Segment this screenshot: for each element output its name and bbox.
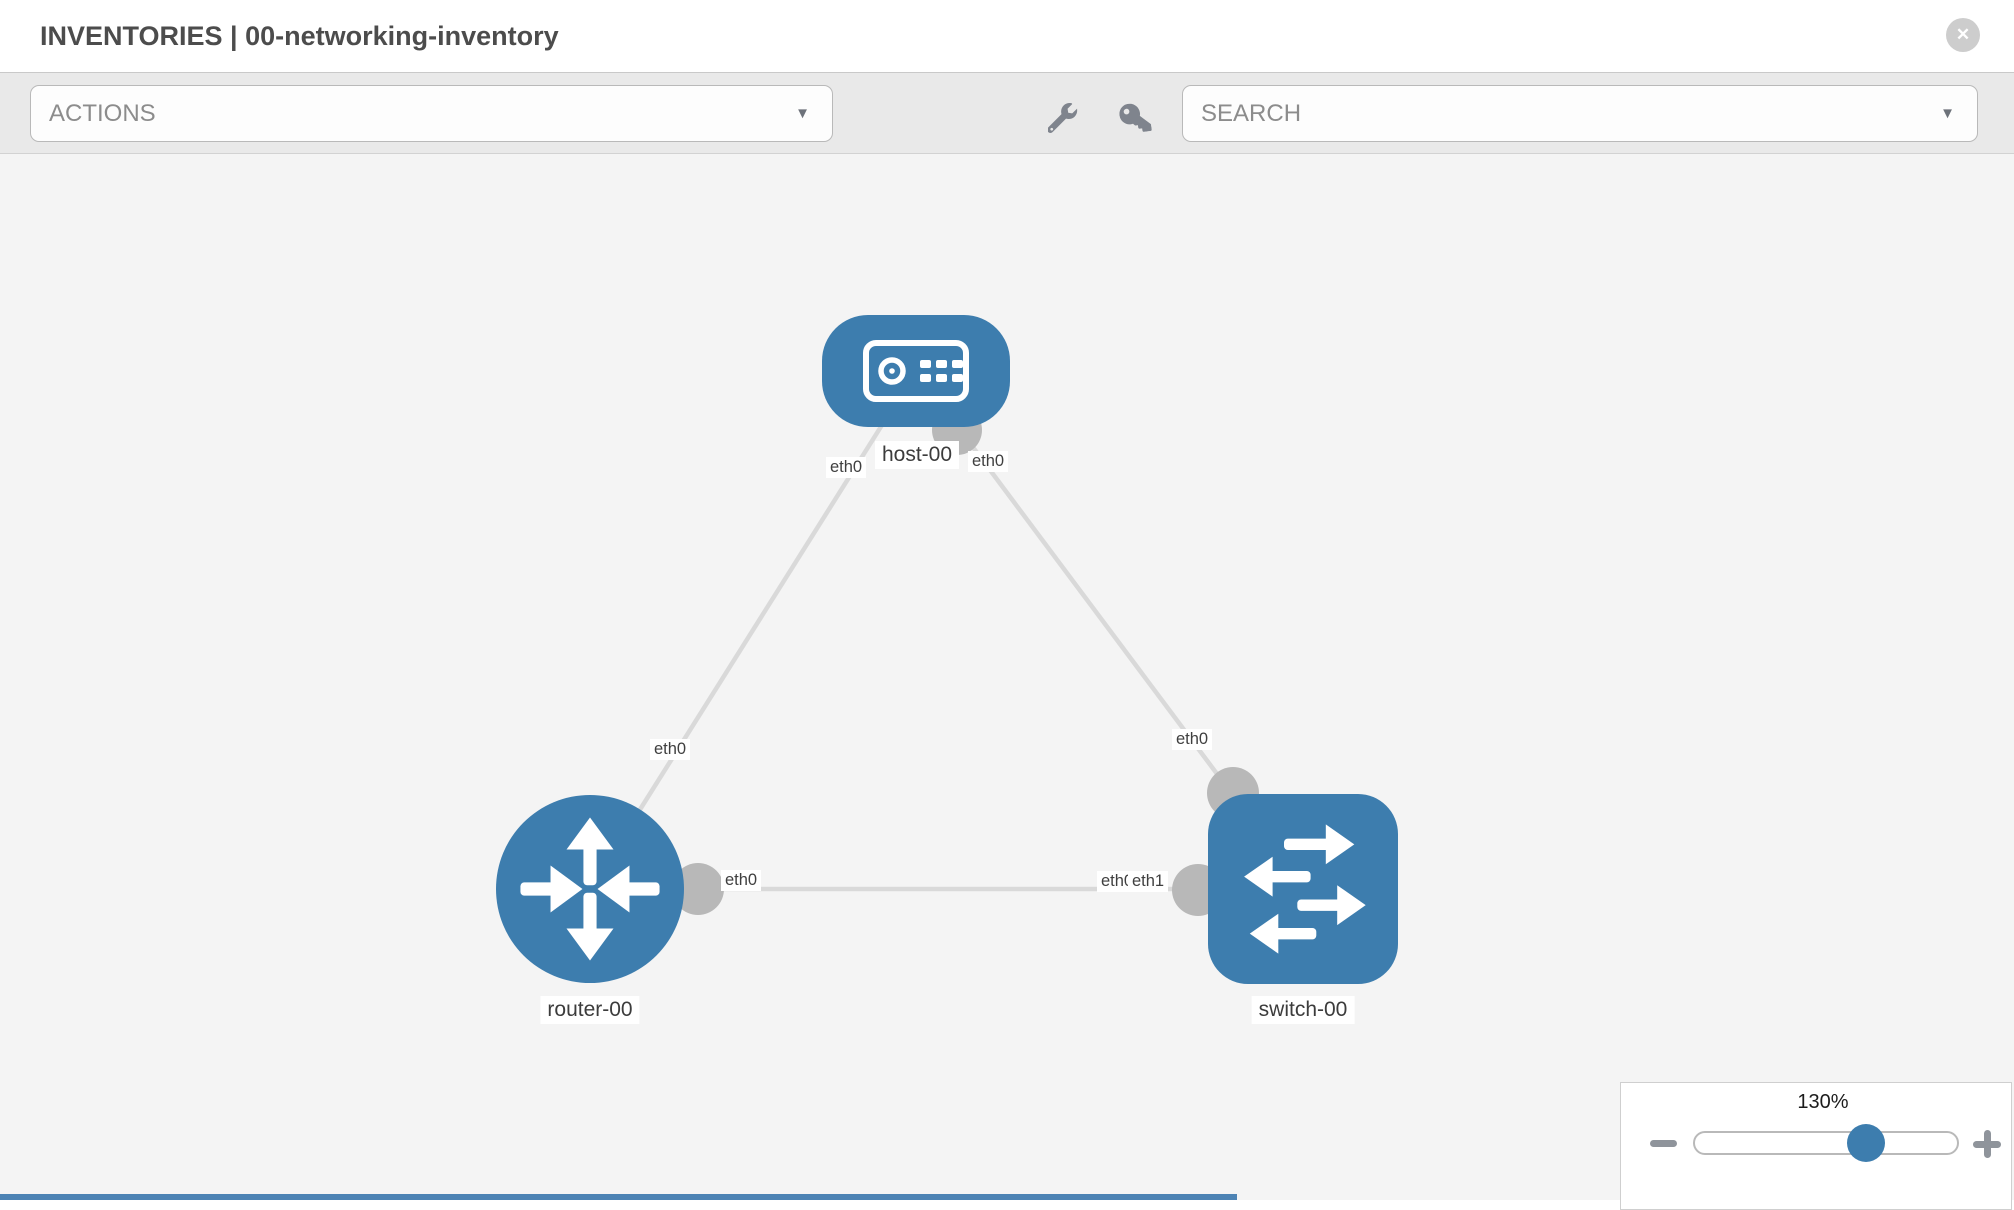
node-label-host: host-00 bbox=[875, 441, 959, 469]
close-button[interactable]: ✕ bbox=[1946, 18, 1980, 52]
header-bar: INVENTORIES | 00-networking-inventory ✕ bbox=[0, 0, 2014, 72]
iface-label-host-eth0-a: eth0 bbox=[826, 457, 866, 478]
key-icon bbox=[1118, 101, 1152, 135]
host-icon bbox=[822, 315, 1010, 427]
node-label-router: router-00 bbox=[540, 996, 639, 1024]
links-layer bbox=[0, 154, 2014, 1200]
chevron-down-icon: ▼ bbox=[795, 105, 810, 122]
tools-wrench-button[interactable] bbox=[1048, 103, 1078, 133]
zoom-slider-track[interactable] bbox=[1693, 1131, 1959, 1155]
zoom-percentage: 130% bbox=[1635, 1091, 2011, 1114]
zoom-control-panel: 130% bbox=[1620, 1082, 2012, 1210]
node-switch-00[interactable] bbox=[1208, 794, 1398, 984]
actions-dropdown[interactable]: ACTIONS ▼ bbox=[30, 85, 833, 142]
chevron-down-icon: ▼ bbox=[1940, 105, 1955, 122]
node-host-00[interactable] bbox=[822, 315, 1010, 427]
bottom-accent-strip bbox=[0, 1194, 1237, 1200]
key-credentials-button[interactable] bbox=[1120, 103, 1150, 133]
iface-label-host-eth0-b: eth0 bbox=[968, 451, 1008, 472]
zoom-out-button[interactable] bbox=[1650, 1140, 1677, 1147]
toolbar: ACTIONS ▼ SEARCH ▼ bbox=[0, 72, 2014, 154]
topology-canvas[interactable]: host-00 router-00 switch-00 eth0 eth0 et… bbox=[0, 154, 2014, 1200]
iface-label-router-eth0-a: eth0 bbox=[650, 739, 690, 760]
minus-icon bbox=[1650, 1140, 1677, 1147]
search-placeholder: SEARCH bbox=[1201, 86, 1301, 141]
node-router-00[interactable] bbox=[496, 795, 684, 983]
iface-label-switch-eth1: eth1 bbox=[1128, 871, 1168, 892]
close-icon: ✕ bbox=[1956, 25, 1970, 45]
zoom-in-button[interactable] bbox=[1973, 1130, 2001, 1158]
page-title: INVENTORIES | 00-networking-inventory bbox=[40, 0, 559, 72]
iface-label-router-eth0-c: eth0 bbox=[721, 870, 761, 891]
node-label-switch: switch-00 bbox=[1252, 996, 1355, 1024]
zoom-slider-handle[interactable] bbox=[1847, 1124, 1885, 1162]
wrench-icon bbox=[1048, 103, 1078, 133]
router-icon bbox=[496, 795, 684, 983]
search-dropdown[interactable]: SEARCH ▼ bbox=[1182, 85, 1978, 142]
switch-icon bbox=[1208, 794, 1398, 984]
iface-label-switch-eth0: eth0 bbox=[1172, 729, 1212, 750]
actions-dropdown-label: ACTIONS bbox=[49, 86, 156, 141]
